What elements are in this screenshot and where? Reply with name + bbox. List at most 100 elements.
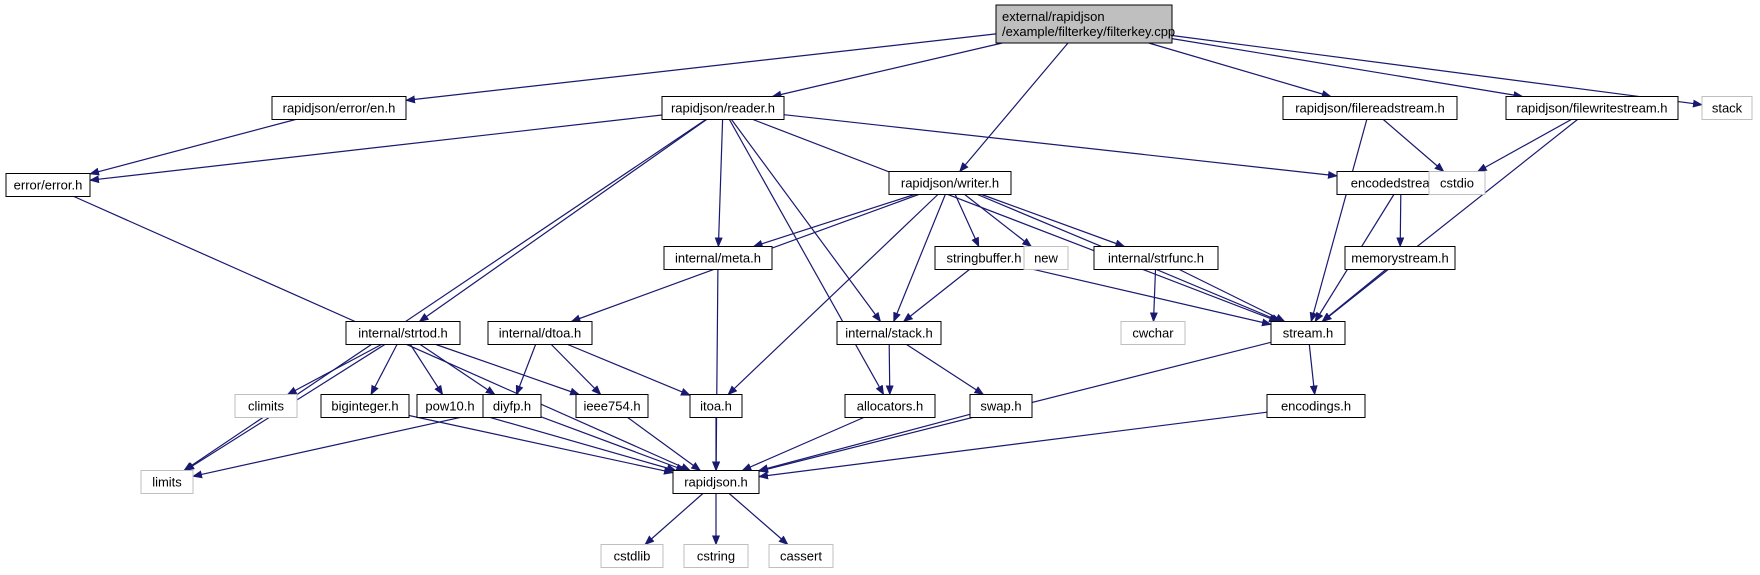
node-label-cstdio: cstdio [1440,176,1474,191]
edge-memorystream-to-stream [1321,269,1387,323]
node-box-internal_stack [836,321,942,345]
edge-filterkey-to-error_en [405,33,997,104]
node-error_error[interactable]: error/error.h [5,173,91,197]
node-box-memorystream [1344,246,1456,270]
node-internal_dtoa[interactable]: internal/dtoa.h [487,321,593,345]
node-box-cstring [683,544,749,568]
node-label-filterkey: external/rapidjson [1002,9,1105,24]
dependency-edges [73,33,1703,546]
edge-internal_stack-to-swap [906,343,985,396]
node-memorystream[interactable]: memorystream.h [1344,246,1456,270]
node-label-internal_meta: internal/meta.h [675,251,761,266]
edge-filterkey-to-stack_std [1171,34,1703,108]
node-label-cstdlib: cstdlib [614,549,651,564]
node-encodings[interactable]: encodings.h [1266,394,1366,418]
node-box-internal_dtoa [487,321,593,345]
edge-encodedstream-to-memorystream [1396,194,1405,248]
node-swap[interactable]: swap.h [969,394,1033,418]
node-internal_meta[interactable]: internal/meta.h [663,246,773,270]
node-box-cstdio [1428,171,1486,195]
node-reader[interactable]: rapidjson/reader.h [661,96,785,120]
node-climits: climits [234,394,298,418]
node-ieee754[interactable]: ieee754.h [575,394,649,418]
edge-reader-to-stream [752,118,1280,323]
node-label-itoa: itoa.h [700,399,732,414]
node-label-memorystream: memorystream.h [1351,251,1449,266]
edge-biginteger-to-rapidjson [408,414,674,475]
node-error_en[interactable]: rapidjson/error/en.h [271,96,407,120]
node-cstring: cstring [683,544,749,568]
node-label-filewritestream: rapidjson/filewritestream.h [1516,101,1667,116]
node-label-climits: climits [248,399,285,414]
edge-rapidjson-to-cstdlib [644,493,704,546]
node-box-error_en [271,96,407,120]
edge-writer-to-internal_strfunc [981,193,1126,248]
node-label-cstring: cstring [697,549,735,564]
node-filterkey[interactable]: external/rapidjson/example/filterkey/fil… [995,4,1175,44]
node-allocators[interactable]: allocators.h [844,394,936,418]
node-stream[interactable]: stream.h [1270,321,1346,345]
edge-reader-to-error_error [89,114,663,184]
node-label-pow10: pow10.h [425,399,474,414]
edge-diyfp-to-limits [192,411,484,479]
node-label-filereadstream: rapidjson/filereadstream.h [1295,101,1445,116]
node-stringbuffer[interactable]: stringbuffer.h [934,246,1034,270]
node-internal_strfunc[interactable]: internal/strfunc.h [1093,246,1219,270]
node-label-filterkey: /example/filterkey/filterkey.cpp [1002,24,1175,39]
node-biginteger[interactable]: biginteger.h [320,394,410,418]
node-label-ieee754: ieee754.h [583,399,640,414]
edge-filewritestream-to-stream [1321,119,1578,323]
node-internal_strtod[interactable]: internal/strtod.h [345,321,461,345]
edge-filereadstream-to-stream [1309,119,1368,323]
edge-writer-to-internal_meta [752,193,915,248]
node-label-stringbuffer: stringbuffer.h [947,251,1022,266]
edge-rapidjson-to-cassert [728,493,789,546]
node-box-itoa [689,394,743,418]
edge-encodings-to-rapidjson [758,411,1268,480]
edge-filterkey-to-writer [959,42,1069,173]
node-filereadstream[interactable]: rapidjson/filereadstream.h [1282,96,1458,120]
edge-filterkey-to-reader [771,42,1003,99]
edge-writer-to-internal_stack [893,194,946,323]
node-label-stream: stream.h [1283,326,1334,341]
node-box-filterkey [995,4,1173,44]
node-label-reader: rapidjson/reader.h [671,101,775,116]
node-box-new_std [1023,246,1069,270]
node-box-internal_strfunc [1093,246,1219,270]
node-box-cwchar [1120,321,1186,345]
node-label-cwchar: cwchar [1132,326,1174,341]
edge-internal_dtoa-to-itoa [567,343,691,396]
node-box-internal_meta [663,246,773,270]
edge-writer-to-stringbuffer [954,194,980,248]
edge-internal_dtoa-to-ieee754 [550,344,602,396]
edge-internal_strtod-to-biginteger [370,344,398,396]
node-box-error_error [5,173,91,197]
edge-internal_strtod-to-diyfp [419,344,496,396]
edge-internal_strtod-to-climits [286,343,382,396]
node-label-encodings: encodings.h [1281,399,1351,414]
node-writer[interactable]: rapidjson/writer.h [888,171,1012,195]
node-box-diyfp [482,394,542,418]
node-box-climits [234,394,298,418]
node-filewritestream[interactable]: rapidjson/filewritestream.h [1505,96,1679,120]
node-box-stream [1270,321,1346,345]
node-box-internal_strtod [345,321,461,345]
node-label-error_en: rapidjson/error/en.h [283,101,396,116]
node-label-internal_strtod: internal/strtod.h [358,326,448,341]
node-diyfp[interactable]: diyfp.h [482,394,542,418]
node-label-encodedstream: encodedstream.h [1351,176,1451,191]
node-cwchar: cwchar [1120,321,1186,345]
node-pow10[interactable]: pow10.h [416,394,484,418]
node-label-cassert: cassert [780,549,822,564]
edge-stringbuffer-to-internal_stack [902,269,970,323]
file-nodes: external/rapidjson/example/filterkey/fil… [5,4,1753,568]
node-box-limits [140,470,194,494]
node-label-allocators: allocators.h [857,399,923,414]
node-label-stack_std: stack [1712,101,1743,116]
node-itoa[interactable]: itoa.h [689,394,743,418]
edge-internal_strfunc-to-stream [1179,268,1286,323]
node-rapidjson[interactable]: rapidjson.h [672,470,760,494]
node-internal_stack[interactable]: internal/stack.h [836,321,942,345]
edge-reader-to-allocators [728,119,885,396]
